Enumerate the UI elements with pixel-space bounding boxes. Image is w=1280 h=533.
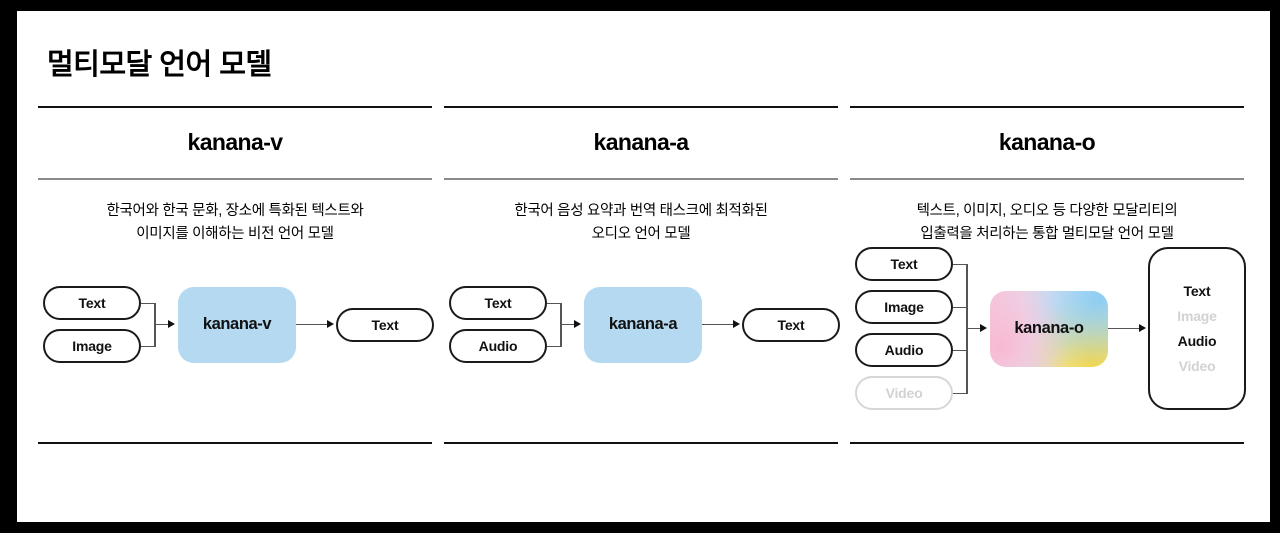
- input-pill-text: Text: [449, 285, 547, 320]
- connector-line: [953, 392, 967, 395]
- connector-line: [141, 302, 155, 305]
- divider-bottom: [850, 441, 1244, 444]
- arrow-icon: [327, 319, 334, 328]
- input-pill-label: Image: [884, 298, 924, 315]
- page-title: 멀티모달 언어 모델: [47, 49, 272, 81]
- output-label-video: Video: [1178, 357, 1216, 374]
- divider-mid: [444, 178, 838, 180]
- connector-line: [141, 345, 155, 348]
- input-pill-label: Audio: [884, 341, 924, 358]
- input-pill-video: Video: [855, 375, 953, 410]
- column-description: 한국어 음성 요약과 번역 태스크에 최적화된 오디오 언어 모델: [514, 203, 768, 243]
- connector-line: [296, 323, 328, 326]
- diagram-kanana-v: Text Image kanana-v Text: [38, 247, 434, 442]
- input-pill-text: Text: [43, 285, 141, 320]
- column-kanana-o: kanana-o 텍스트, 이미지, 오디오 등 다양한 모달리티의 입출력을 …: [850, 106, 1246, 444]
- connector-line: [547, 345, 561, 348]
- column-kanana-v: kanana-v 한국어와 한국 문화, 장소에 특화된 텍스트와 이미지를 이…: [38, 106, 434, 444]
- model-box-kanana-o: kanana-o: [990, 290, 1108, 367]
- input-pill-audio: Audio: [855, 332, 953, 367]
- diagram-kanana-o: Text Image Audio Video: [850, 246, 1246, 442]
- column-description: 한국어와 한국 문화, 장소에 특화된 텍스트와 이미지를 이해하는 비전 언어…: [106, 203, 364, 243]
- connector-line: [953, 349, 967, 352]
- model-box-kanana-v: kanana-v: [178, 286, 296, 363]
- output-label-text: Text: [1183, 282, 1211, 299]
- connector-line: [547, 302, 561, 305]
- divider-top: [850, 106, 1244, 108]
- output-pill-text: Text: [336, 307, 434, 342]
- input-pill-text: Text: [855, 246, 953, 281]
- input-pill-label: Video: [885, 384, 923, 401]
- arrow-icon: [1139, 323, 1146, 332]
- divider-mid: [850, 178, 1244, 180]
- connector-line: [966, 327, 980, 330]
- divider-top: [444, 106, 838, 108]
- output-pill-label: Text: [777, 316, 805, 333]
- connector-line: [953, 306, 967, 309]
- connector-line: [702, 323, 734, 326]
- output-label-audio: Audio: [1177, 332, 1217, 349]
- model-box-label: kanana-v: [202, 315, 272, 334]
- column-kanana-a: kanana-a 한국어 음성 요약과 번역 태스크에 최적화된 오디오 언어 …: [444, 106, 840, 444]
- input-pill-image: Image: [43, 328, 141, 363]
- diagram-kanana-a: Text Audio kanana-a Text: [444, 247, 840, 442]
- output-label-image: Image: [1177, 307, 1217, 324]
- output-pill-label: Text: [371, 316, 399, 333]
- divider-mid: [38, 178, 432, 180]
- output-panel: Text Image Audio Video: [1148, 246, 1246, 410]
- column-title: kanana-v: [187, 129, 284, 155]
- arrow-icon: [168, 319, 175, 328]
- arrow-icon: [980, 323, 987, 332]
- input-pill-label: Text: [890, 255, 918, 272]
- connector-line: [560, 323, 574, 326]
- input-pill-label: Text: [484, 294, 512, 311]
- connector-line: [1108, 327, 1140, 330]
- model-box-label: kanana-o: [1014, 319, 1084, 338]
- divider-bottom: [38, 441, 432, 444]
- connector-line: [154, 323, 168, 326]
- model-box-kanana-a: kanana-a: [584, 286, 702, 363]
- input-pill-label: Image: [72, 337, 112, 354]
- divider-bottom: [444, 441, 838, 444]
- output-pill-text: Text: [742, 307, 840, 342]
- model-box-label: kanana-a: [608, 315, 678, 334]
- arrow-icon: [733, 319, 740, 328]
- arrow-icon: [574, 319, 581, 328]
- model-columns: kanana-v 한국어와 한국 문화, 장소에 특화된 텍스트와 이미지를 이…: [17, 106, 1270, 444]
- column-title: kanana-a: [593, 129, 690, 155]
- column-description: 텍스트, 이미지, 오디오 등 다양한 모달리티의 입출력을 처리하는 통합 멀…: [916, 203, 1178, 243]
- slide-page: 멀티모달 언어 모델 kanana-v 한국어와 한국 문화, 장소에 특화된 …: [17, 11, 1270, 522]
- divider-top: [38, 106, 432, 108]
- input-pill-audio: Audio: [449, 328, 547, 363]
- input-pill-label: Audio: [478, 337, 518, 354]
- connector-line: [953, 263, 967, 266]
- input-pill-label: Text: [78, 294, 106, 311]
- input-pill-image: Image: [855, 289, 953, 324]
- column-title: kanana-o: [998, 129, 1096, 155]
